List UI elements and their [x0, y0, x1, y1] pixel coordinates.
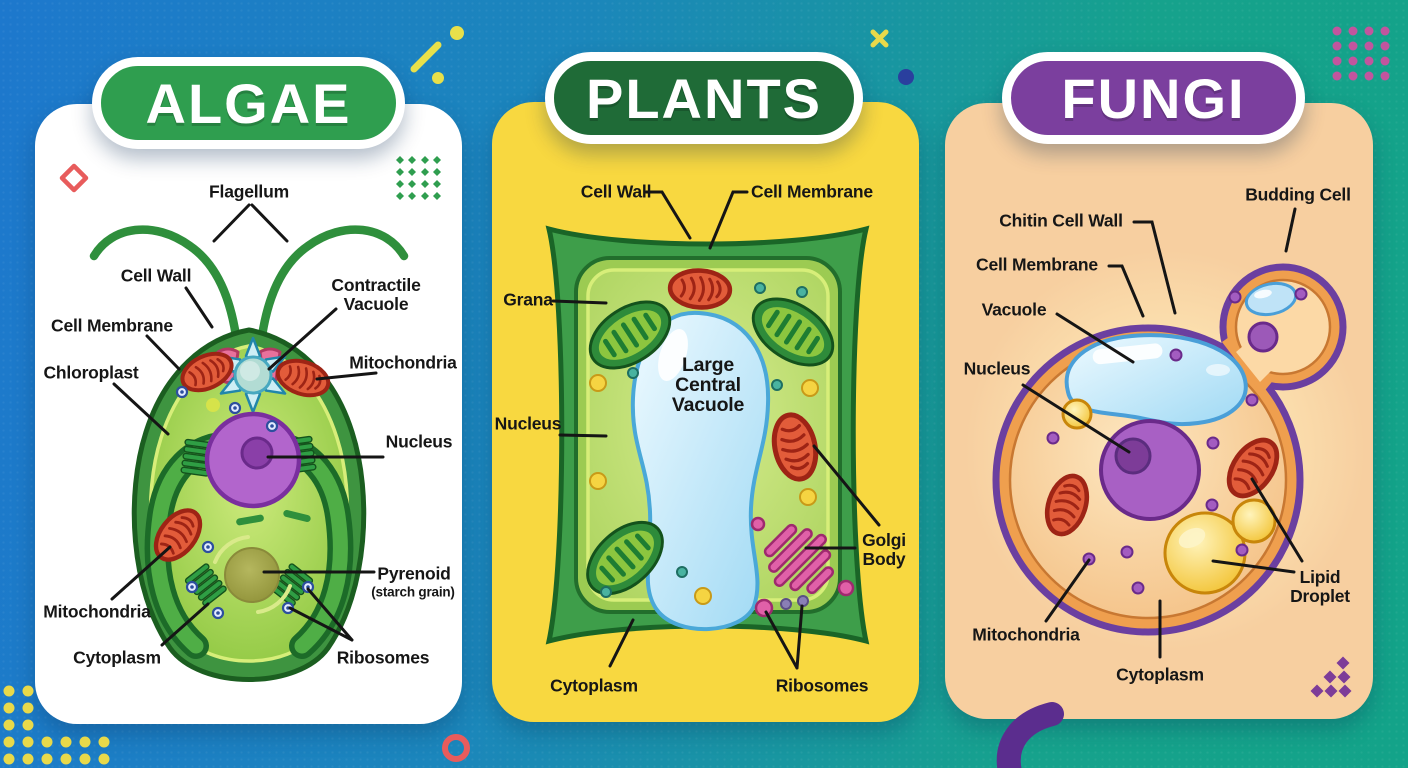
blue-dot: [898, 69, 914, 85]
fungi-title-badge: FUNGI: [1002, 52, 1305, 144]
label-nucleus: Nucleus: [385, 431, 453, 452]
label-ribosomes: Ribosomes: [336, 647, 430, 668]
label-contractile-vacuole: Contractile Vacuole: [331, 275, 421, 314]
label-pyrenoid-note: (starch grain): [371, 584, 455, 600]
pink-dots-grid: [1332, 26, 1390, 81]
yellow-dash-dots: [410, 26, 464, 84]
label-nucleus: Nucleus: [963, 358, 1031, 379]
label-chloroplast: Chloroplast: [43, 362, 139, 383]
label-ribosomes: Ribosomes: [775, 675, 869, 696]
label-pyrenoid: Pyrenoid: [377, 563, 451, 584]
label-cytoplasm: Cytoplasm: [1116, 664, 1204, 685]
label-grana: Grana: [503, 289, 553, 310]
fungi-title: FUNGI: [1061, 66, 1246, 130]
label-lipid-droplet: Lipid Droplet: [1290, 567, 1350, 606]
plants-title: PLANTS: [586, 66, 822, 130]
algae-title: ALGAE: [145, 71, 352, 135]
label-chitin-cell-wall: Chitin Cell Wall: [999, 210, 1123, 231]
algae-title-badge: ALGAE: [92, 57, 405, 149]
label-vacuole: Vacuole: [981, 299, 1047, 320]
label-large-central-vacuole: Large Central Vacuole: [671, 354, 745, 416]
label-cytoplasm: Cytoplasm: [73, 647, 161, 668]
label-cell-membrane: Cell Membrane: [51, 315, 173, 336]
plants-title-badge: PLANTS: [545, 52, 863, 144]
label-cell-membrane: Cell Membrane: [751, 181, 873, 202]
label-nucleus: Nucleus: [494, 413, 562, 434]
yellow-x-mark: [870, 29, 889, 48]
label-cytoplasm: Cytoplasm: [550, 675, 638, 696]
label-mitochondria: Mitochondria: [349, 352, 457, 373]
label-mitochondria: Mitochondria: [972, 624, 1080, 645]
label-cell-wall: Cell Wall: [120, 265, 192, 286]
label-budding-cell: Budding Cell: [1245, 184, 1351, 205]
purple-swoosh: [996, 702, 1064, 768]
label-golgi-body: Golgi Body: [862, 530, 906, 569]
label-cell-wall: Cell Wall: [580, 181, 652, 202]
label-cell-membrane: Cell Membrane: [976, 254, 1098, 275]
label-flagellum: Flagellum: [209, 181, 289, 202]
red-ring: [442, 734, 470, 762]
label-mitochondria: Mitochondria: [43, 601, 151, 622]
